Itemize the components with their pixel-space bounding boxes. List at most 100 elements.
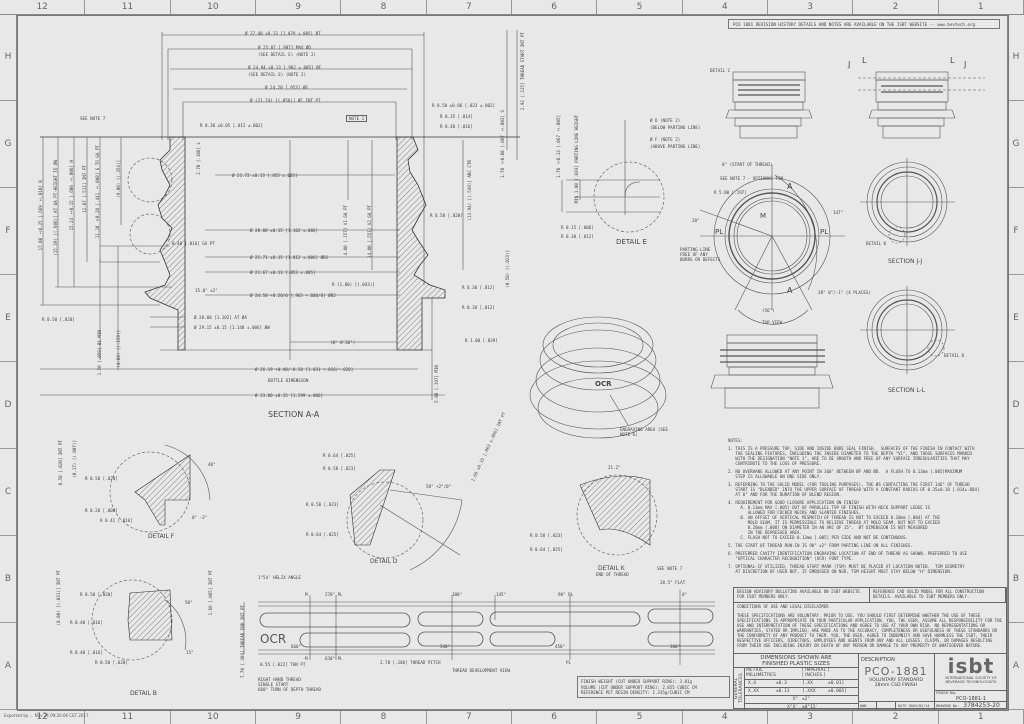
dim-r050a: R 0.50 [.020] xyxy=(430,213,463,218)
detail-d-r064b: R 0.64 [.025] xyxy=(306,532,339,537)
dim-r050b: R 0.50 [.020] xyxy=(42,317,75,322)
ll-marker-left: L xyxy=(862,56,867,65)
td-bmark-630: 630° PL xyxy=(325,656,343,661)
zone-columns-top: 12 11 10 9 8 7 6 5 4 3 2 1 xyxy=(0,0,1024,15)
td-tan: 0.55 [.022] TAN PT xyxy=(260,662,306,667)
title-block: DESIGN ADVISORY BULLETINS AVAILABLE ON I… xyxy=(733,587,1008,711)
dim-d3300: Ø 33.00 ±0.15 [1.299 ±.006] xyxy=(255,393,324,398)
note-item: 5. THE START OF THREAD RUN-IN IS 90° ±2°… xyxy=(728,543,913,548)
notes-heading: NOTES: xyxy=(728,438,743,443)
note-item: 3. REFERRING TO THE SOLID MODEL (FOR TOO… xyxy=(728,482,980,497)
dim-d2915: Ø 29.15 ±0.15 [1.148 ±.006] ØW xyxy=(194,325,270,330)
zone-label: G xyxy=(0,101,16,188)
dim-h1700: 17.00 ±0.25 [.669 ±.010] K xyxy=(38,180,43,251)
dim-h1120: 11.20 ±0.20 [.441 ±.008] G TO GA PT xyxy=(95,145,100,239)
note-item: 2. NO OVERHANG ALLOWED AT ANY POINT IN 3… xyxy=(728,469,963,479)
resin-density-line: REFERENCE PET RESIN DENSITY: 1.335g/CUBI… xyxy=(581,690,690,695)
detail-d-r058b: R 0.58 [.023] xyxy=(306,502,339,507)
td-ocr: OCR xyxy=(260,632,287,646)
finish-weight-line: FINISH WEIGHT (CUT UNDER SUPPORT RING): … xyxy=(581,679,692,684)
zone-label: 1 xyxy=(939,710,1024,724)
zone-label: 3 xyxy=(768,0,854,14)
dim-D: Ø 25.07 [.987] MAX ØD xyxy=(258,45,311,50)
drawing-frame xyxy=(17,15,1009,711)
detail-e-h170: 1.70 ±0.13 [.067 ±.005] xyxy=(556,115,561,178)
detail-b-h080: (0.80) [(.031)] INT PT xyxy=(56,570,61,626)
detail-b-ang15: 15° xyxy=(186,650,194,655)
general-tol-cell: GENERAL TOLERANCES xyxy=(734,667,745,710)
tv-r500: R 5.00 [.197] xyxy=(714,190,747,195)
dim-arc: (13.94) [(.549)] ARC CTR xyxy=(467,160,472,221)
detail-f-h050: 0.50 [.020] INT PT xyxy=(58,440,63,486)
td-mark-0: 0° xyxy=(682,592,688,597)
drawing-no-label: DRAWING No. xyxy=(936,704,960,708)
td-mark-m: M xyxy=(305,592,308,597)
zone-label: C xyxy=(0,449,16,536)
zone-label: 7 xyxy=(427,0,512,14)
dim-d2619: Ø 26.19 +0.40/-0.50 [1.031 +.016/-.020] xyxy=(255,367,354,372)
dim-r040: R 0.40 [.016] xyxy=(440,124,473,129)
dim-d2800: Ø 28.00 ±0.15 [1.102 ±.006] xyxy=(250,228,319,233)
detail-e-h100: MIN 1.00 [.039] PARTING LINE HEIGHT xyxy=(574,115,579,204)
detail-e-f-note: Ø F (NOTE 2) xyxy=(650,137,681,142)
zone-label: F xyxy=(0,188,16,275)
detail-d-title: DETAIL D xyxy=(370,558,398,565)
zone-columns-bottom: 12 11 10 9 8 7 6 5 4 3 2 1 xyxy=(0,709,1024,724)
td-bmark-m: M xyxy=(305,656,308,661)
tol-rows: X.X±0.3[.XX±0.01] X.XX±0.13[.XXX±0.005] … xyxy=(744,679,858,711)
td-mark-180: 180° xyxy=(452,592,463,597)
tol-row: X°±2° xyxy=(744,696,858,704)
detail-d-ref: DETAIL D xyxy=(944,353,965,358)
td-see-note7: SEE NOTE 7 xyxy=(657,566,683,571)
dwn-date-row: DWN DATE 2003/02/14 xyxy=(858,701,934,710)
engraving-ocr: OCR xyxy=(595,380,612,388)
ll-marker-right: L xyxy=(950,56,955,65)
tv-pl-left: PL xyxy=(715,228,724,236)
disclaimer-text: THESE SPECIFICATIONS ARE VOLUNTARY. PRIO… xyxy=(737,613,1002,648)
zone-label: 5 xyxy=(597,0,683,14)
dim-E: Ø 24.20 [.953] ØE xyxy=(265,85,308,90)
finish-volume-line: VOLUME (CUT UNDER SUPPORT RING): 2.855 C… xyxy=(581,684,697,690)
part-sub2: 28mm CSD FINISH xyxy=(874,683,918,688)
inches-label: [ INCHES ] xyxy=(802,673,826,678)
td-pitch: 2.70 [.106] THREAD PITCH xyxy=(380,660,441,665)
zone-label: A xyxy=(0,623,16,710)
td-mark-145: 145° xyxy=(496,592,507,597)
dim-h150: 1.50 [.059] B1 MIN xyxy=(97,330,102,376)
detail-e-title: DETAIL E xyxy=(616,238,647,246)
td-bmark-pl: PL xyxy=(566,660,572,665)
dims-header-1: DIMENSIONS SHOWN ARE xyxy=(760,655,832,661)
detail-k-r058: R 0.58 [.023] xyxy=(530,533,563,538)
metric-label: METRIC xyxy=(746,668,764,673)
td-helix: 1°54' HELIX ANGLE xyxy=(258,575,301,580)
dim-d2800a: Ø 28.00 [1.102] AT ØA xyxy=(194,315,247,320)
tv-start: 0° (START OF THREAD) xyxy=(722,162,773,167)
detail-b-ang50: 50° xyxy=(185,600,193,605)
engraving-label: ENGRAVING AREA (SEE NOTE 6) xyxy=(620,427,668,437)
td-mark-270: 270° PL xyxy=(325,592,343,597)
td-bmark-540: 540° xyxy=(440,644,451,649)
note-item: 4. REQUIREMENT FOR GOOD CLOSURE APPLICAT… xyxy=(728,500,940,540)
note-item: 7. OPTIONAL-IF UTILIZED, THREAD START MA… xyxy=(728,564,965,574)
zone-label: 4 xyxy=(683,710,768,724)
td-ocr-sub: 660° xyxy=(291,644,302,649)
dim-r030: R 0.30 ±0.05 [.012 ±.002] xyxy=(200,123,264,128)
dim-r030b: R 0.30 [.012] xyxy=(462,285,495,290)
detail-b-r040b: R 0.40 [.016] xyxy=(70,650,103,655)
detail-e-d-sub: (BELOW PARTING LINE) xyxy=(650,125,701,130)
zone-label: 2 xyxy=(853,710,939,724)
org-line-1: INTERNATIONAL SOCIETY OF xyxy=(945,676,997,680)
zone-label: H xyxy=(1008,14,1024,101)
zone-rows-left: H G F E D C B A xyxy=(0,14,17,710)
zone-label: 2 xyxy=(853,0,939,14)
td-bmark-450: 450° xyxy=(555,644,566,649)
dim-r030c: R 0.30 [.012] xyxy=(462,305,495,310)
dim-D-note: (SEE DETAIL E) (NOTE 2) xyxy=(258,52,316,57)
tv-a-top: A xyxy=(787,182,793,191)
detail-b-r040a: R 0.40 [.016] xyxy=(70,620,103,625)
isbt-logo-cell: isbt INTERNATIONAL SOCIETY OF BEVERAGE T… xyxy=(934,654,1008,710)
tv-tsm: SEE NOTE 7 - OPTIONAL TSM xyxy=(720,176,784,181)
advisory-right: REFERENCE CAD SOLID MODEL FOR ALL CONSTR… xyxy=(870,588,1006,602)
dim-v400: 4.00 [.157] V1 GA PT xyxy=(343,205,348,256)
